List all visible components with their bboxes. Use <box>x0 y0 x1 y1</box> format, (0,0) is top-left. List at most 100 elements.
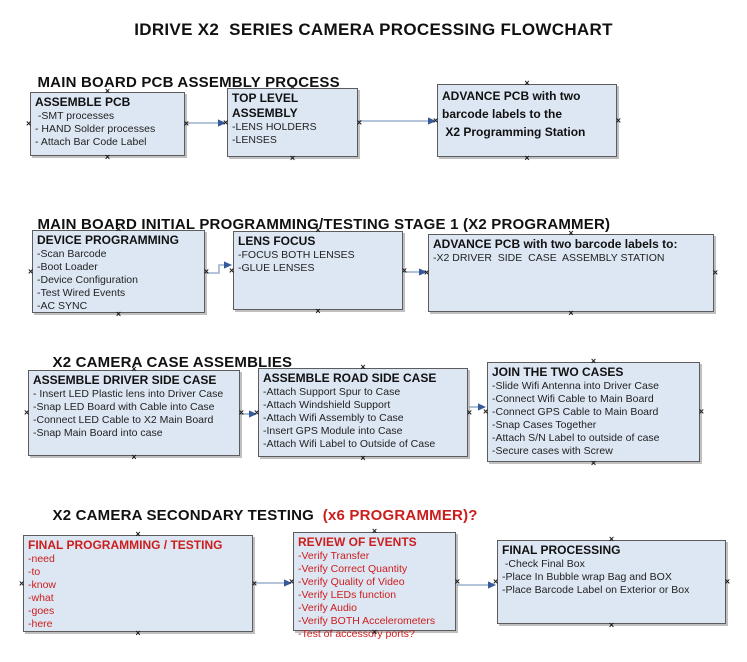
connection-handle-bottom: × <box>135 628 141 638</box>
box-assemble-driver-side-case[interactable]: ASSEMBLE DRIVER SIDE CASE- Insert LED Pl… <box>24 365 244 462</box>
connection-handle-left: × <box>433 115 439 125</box>
connection-handle-bottom: × <box>115 309 122 319</box>
box-item: -Verify Audio <box>298 602 357 614</box>
box-item: -Attach S/N Label to outside of case <box>492 432 660 444</box>
box-item: -Test of accessory ports? <box>298 628 415 640</box>
connection-handle-left: × <box>289 576 295 586</box>
box-advance-pcb-driver-side-title: ADVANCE PCB with two barcode labels to: <box>433 237 678 251</box>
box-item: -Attach Support Spur to Case <box>263 386 401 398</box>
connection-handle-bottom: × <box>590 458 597 468</box>
box-item: -Verify Correct Quantity <box>298 563 408 575</box>
connection-handle-bottom: × <box>524 153 530 163</box>
box-item: -Snap LED Board with Cable into Case <box>33 401 215 413</box>
box-review-of-events-title: REVIEW OF EVENTS <box>298 535 417 549</box>
box-item: -Connect GPS Cable to Main Board <box>492 406 659 418</box>
box-item: -GLUE LENSES <box>238 262 315 274</box>
box-advance-pcb-programming-station[interactable]: ADVANCE PCB with two barcode labels to t… <box>433 79 621 163</box>
box-join-the-two-cases-title: JOIN THE TWO CASES <box>492 365 624 379</box>
box-item: -Snap Main Board into case <box>33 427 163 439</box>
box-advance-pcb-driver-side[interactable]: ADVANCE PCB with two barcode labels to:-… <box>424 229 718 318</box>
connection-handle-left: × <box>223 117 229 127</box>
connection-handle-left: × <box>229 265 235 275</box>
connection-handle-left: × <box>19 578 25 588</box>
box-final-programming-testing[interactable]: FINAL PROGRAMMING / TESTING-need-to-know… <box>19 530 257 638</box>
box-join-the-two-cases[interactable]: JOIN THE TWO CASES-Slide Wifi Antenna in… <box>483 357 704 468</box>
connection-handle-bottom: × <box>371 627 378 637</box>
box-assemble-road-side-case[interactable]: ASSEMBLE ROAD SIDE CASE-Attach Support S… <box>254 363 472 463</box>
box-device-programming[interactable]: DEVICE PROGRAMMING-Scan Barcode-Boot Loa… <box>28 225 209 319</box>
box-advance-pcb-programming-station-title: ADVANCE PCB with two barcode labels to t… <box>442 89 586 139</box>
connection-handle-bottom: × <box>289 153 296 163</box>
box-item: -Verify Transfer <box>298 550 370 562</box>
section-heading-text: MAIN BOARD INITIAL PROGRAMMING/TESTING S… <box>37 216 611 233</box>
section-heading-text: X2 CAMERA SECONDARY TESTING <box>52 507 319 524</box>
section-heading-text: MAIN BOARD PCB ASSEMBLY PROCESS <box>37 74 340 91</box>
box-item: - Insert LED Plastic lens into Driver Ca… <box>33 388 224 400</box>
box-item: -Attach Windshield Support <box>263 399 391 411</box>
box-item: -Verify LEDs function <box>298 589 397 601</box>
box-item: -LENS HOLDERS <box>232 121 317 133</box>
connection-handle-top: × <box>315 225 321 235</box>
connection-handle-bottom: × <box>131 452 137 462</box>
connection-handle-right: × <box>466 407 472 417</box>
connection-handle-top: × <box>104 86 111 96</box>
box-item: -Verify Quality of Video <box>298 576 405 588</box>
section-heading-red-text: (x6 PROGRAMMER)? <box>318 507 478 524</box>
section-heading-secondary-testing: X2 CAMERA SECONDARY TESTING (x6 PROGRAMM… <box>35 490 478 541</box>
box-item: -Test Wired Events <box>37 287 126 299</box>
box-item: -Attach Wifi Label to Outside of Case <box>263 438 436 450</box>
box-item: -Check Final Box <box>502 558 585 570</box>
connection-handle-right: × <box>183 118 189 129</box>
box-item: -FOCUS BOTH LENSES <box>238 249 355 261</box>
box-final-processing-title: FINAL PROCESSING <box>502 543 621 557</box>
box-final-processing[interactable]: FINAL PROCESSING -Check Final Box -Place … <box>493 535 730 630</box>
box-lens-focus[interactable]: LENS FOCUS-FOCUS BOTH LENSES-GLUE LENSES… <box>229 226 407 316</box>
connection-handle-bottom: × <box>608 620 615 630</box>
box-lens-focus-title: LENS FOCUS <box>238 234 316 248</box>
connection-handle-left: × <box>424 267 430 278</box>
box-top-level-assembly-title: TOP LEVEL ASSEMBLY <box>232 91 301 120</box>
box-item: -Connect Wifi Cable to Main Board <box>492 393 654 405</box>
box-item: -Secure cases with Screw <box>492 445 613 457</box>
connection-handle-left: × <box>28 266 34 276</box>
connection-handle-right: × <box>454 576 460 586</box>
box-item: -LENSES <box>232 134 277 146</box>
box-device-programming-title: DEVICE PROGRAMMING <box>37 233 180 247</box>
connection-handle-bottom: × <box>315 306 321 316</box>
box-item: - HAND Solder processes <box>35 123 156 135</box>
connection-handle-top: × <box>608 534 615 544</box>
box-item: -need <box>28 553 55 565</box>
connection-handle-right: × <box>698 406 704 417</box>
connection-handle-top: × <box>360 362 366 372</box>
connection-handle-top: × <box>524 78 530 88</box>
connection-handle-right: × <box>401 265 407 275</box>
box-item: -Device Configuration <box>37 274 138 286</box>
box-assemble-pcb[interactable]: ASSEMBLE PCB -SMT processes- HAND Solder… <box>26 87 189 162</box>
connector-arrow <box>186 119 226 127</box>
section-heading-initial-programming: MAIN BOARD INITIAL PROGRAMMING/TESTING S… <box>20 199 610 250</box>
connection-handle-right: × <box>712 267 718 278</box>
box-item: -what <box>28 592 54 604</box>
connection-handle-right: × <box>203 266 209 276</box>
box-item: -Scan Barcode <box>37 248 107 260</box>
connection-handle-right: × <box>724 576 730 587</box>
connection-handle-left: × <box>26 118 32 129</box>
box-item: -X2 DRIVER SIDE CASE ASSEMBLY STATION <box>433 252 665 264</box>
connection-handle-top: × <box>115 224 122 234</box>
connector-arrow <box>254 579 292 587</box>
connection-handle-top: × <box>590 356 597 366</box>
box-item: -to <box>28 566 41 578</box>
box-review-of-events[interactable]: REVIEW OF EVENTS-Verify Transfer-Verify … <box>289 527 460 641</box>
box-item: -AC SYNC <box>37 300 88 312</box>
box-item: -Boot Loader <box>37 261 98 273</box>
connection-handle-bottom: × <box>104 152 111 162</box>
page-title: IDRIVE X2 SERIES CAMERA PROCESSING FLOWC… <box>134 20 613 39</box>
box-item: -SMT processes <box>35 110 115 122</box>
connection-handle-top: × <box>289 82 296 92</box>
connection-handle-left: × <box>254 407 260 417</box>
box-top-level-assembly[interactable]: TOP LEVEL ASSEMBLY-LENS HOLDERS-LENSES××… <box>223 83 362 163</box>
box-item: -Place Barcode Label on Exterior or Box <box>502 584 690 596</box>
connector-arrow <box>457 581 496 589</box>
connection-handle-right: × <box>615 115 621 125</box>
